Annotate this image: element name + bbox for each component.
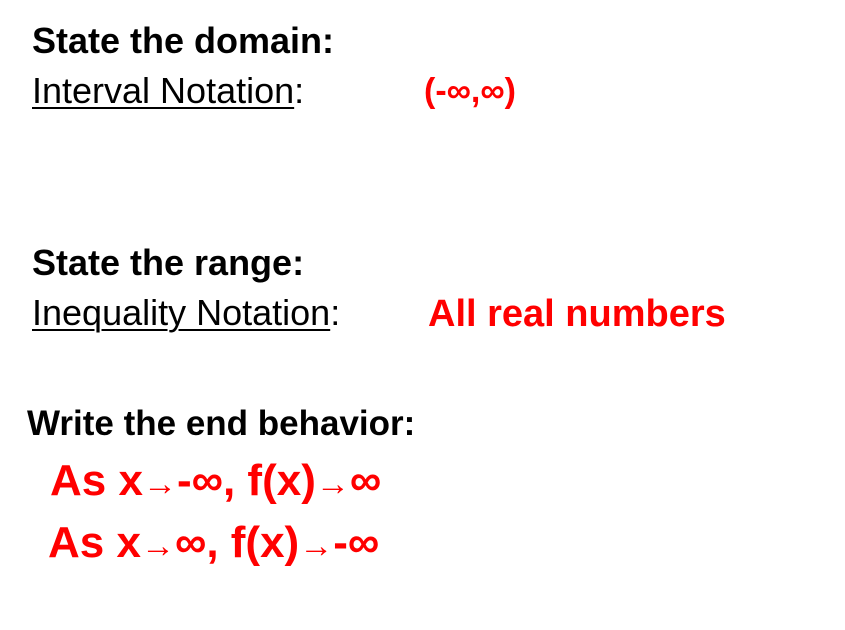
domain-heading-text: State the domain: [32,20,335,61]
domain-label-colon: : [294,70,305,111]
range-label-colon: : [330,292,341,333]
domain-heading: State the domain: [32,20,334,62]
end-behavior-line-1-arrow1: → [142,465,177,503]
domain-label: Interval Notation [32,70,295,111]
domain-answer: (-∞,∞) [424,72,516,111]
end-behavior-line-2-arrow2: → [299,527,334,565]
end-behavior-line-2-part3: -∞ [333,518,380,567]
domain-label-row: Interval Notation: [32,70,304,112]
range-answer: All real numbers [428,293,726,336]
end-behavior-line-1: As x→-∞, f(x)→∞ [50,456,381,506]
end-behavior-heading-text: Write the end behavior: [27,404,416,443]
range-heading-text: State the range: [32,242,305,283]
end-behavior-line-2-arrow1: → [140,527,175,565]
range-answer-text: All real numbers [428,293,726,335]
end-behavior-line-2: As x→∞, f(x)→-∞ [48,518,379,568]
range-heading: State the range: [32,242,304,284]
end-behavior-heading: Write the end behavior: [27,404,415,444]
end-behavior-line-2-part2: ∞, f(x) [174,518,300,567]
end-behavior-line-1-arrow2: → [315,465,350,503]
end-behavior-line-1-part2: -∞, f(x) [176,456,316,505]
domain-answer-text: (-∞,∞) [424,72,516,110]
end-behavior-line-1-part3: ∞ [349,456,382,505]
range-label: Inequality Notation [32,292,331,333]
end-behavior-line-1-part1: As x [50,456,143,505]
range-label-row: Inequality Notation: [32,292,340,334]
end-behavior-line-2-part1: As x [48,518,141,567]
